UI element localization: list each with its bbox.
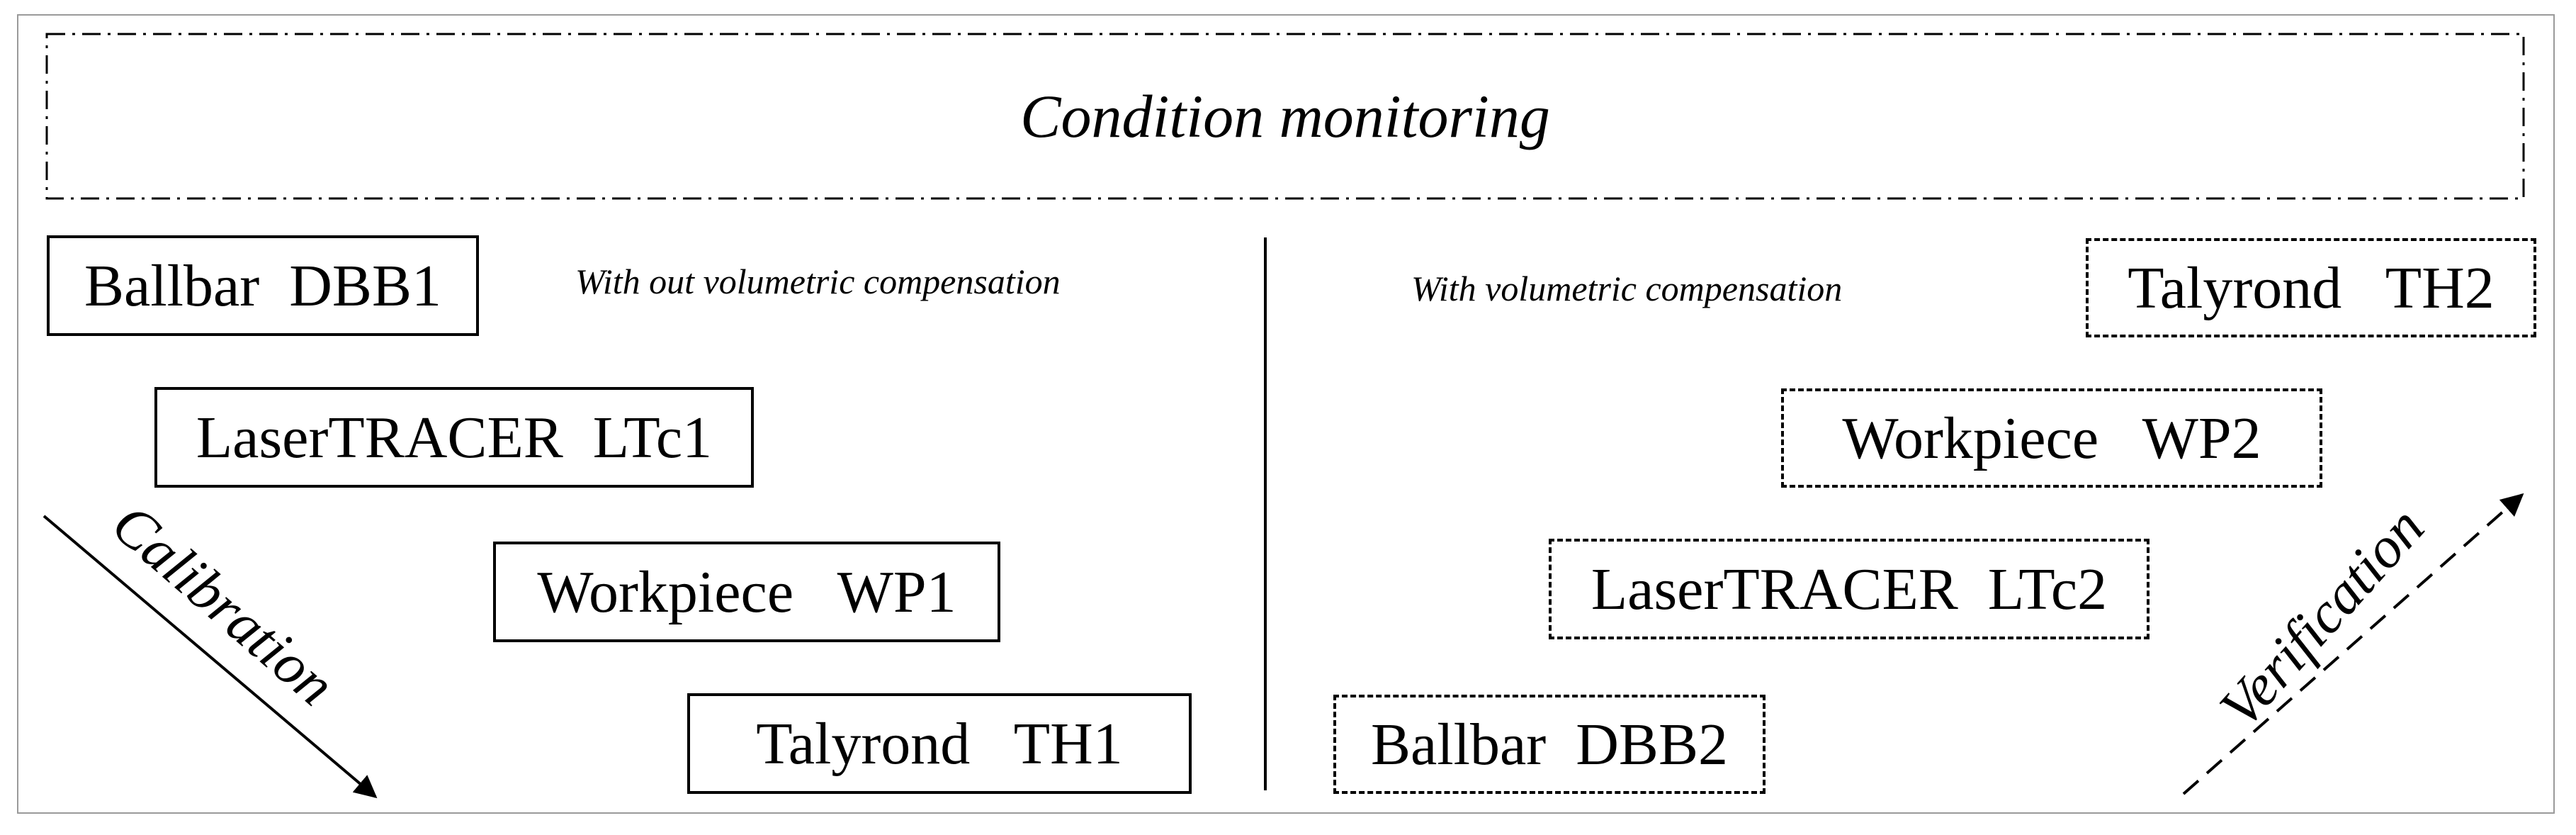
banner-title: Condition monitoring <box>1020 82 1550 150</box>
with-compensation-note: With volumetric compensation <box>1411 269 1843 308</box>
workpiece-wp2-box: Workpiece WP2 <box>1781 388 2322 488</box>
ballbar-dbb1-box: Ballbar DBB1 <box>47 235 479 336</box>
verification-arrow <box>2182 493 2524 795</box>
banner-border <box>45 33 2525 200</box>
without-compensation-note: With out volumetric compensation <box>575 262 1061 301</box>
workpiece-wp1-box: Workpiece WP1 <box>493 542 1000 642</box>
lasertracer-ltc2-box: LaserTRACER LTc2 <box>1549 539 2150 639</box>
talyrond-th1-box: Talyrond TH1 <box>687 693 1192 794</box>
calibration-arrow <box>43 515 378 799</box>
talyrond-th2-box: Talyrond TH2 <box>2086 238 2536 337</box>
ballbar-dbb2-box: Ballbar DBB2 <box>1333 695 1766 794</box>
condition-monitoring-banner: Condition monitoring <box>47 34 2524 198</box>
lasertracer-ltc1-box: LaserTRACER LTc1 <box>154 387 754 488</box>
